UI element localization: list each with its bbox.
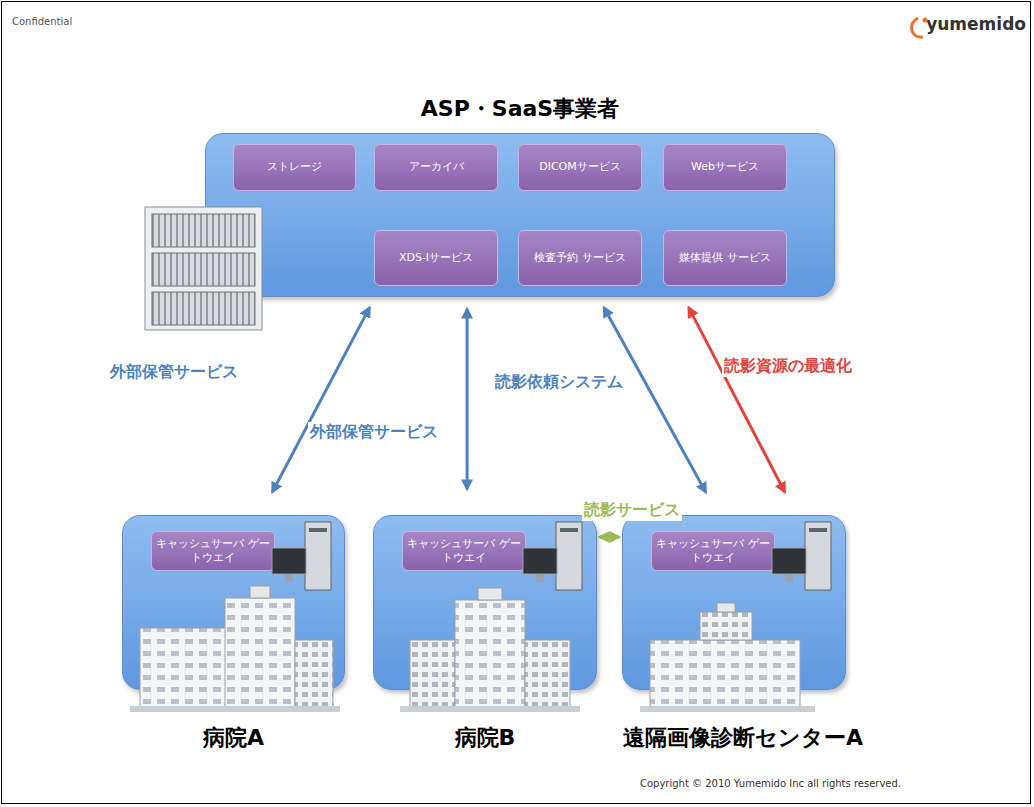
- connector-label: 外部保管サービス: [308, 422, 440, 443]
- box-heading: 病院A: [123, 723, 344, 753]
- service-box: 媒体提供 サービス: [663, 230, 787, 286]
- server-rack: [145, 207, 262, 330]
- site-box: 遠隔画像診断センターAキャッシュサーバ ゲートウエイ: [622, 515, 846, 690]
- box-label: DICOMサービス: [539, 160, 621, 174]
- company-logo: yumemido: [926, 14, 1026, 34]
- copyright-note: Copyright © 2010 Yumemido Inc all rights…: [640, 778, 901, 789]
- connector-label: 読影依頼システム: [493, 372, 625, 393]
- logo-mark: [912, 18, 928, 38]
- service-box: 検査予約 サービス: [518, 230, 642, 286]
- hospital-a-building: [130, 586, 340, 712]
- service-box: XDS-Iサービス: [374, 230, 498, 286]
- connector-label: 読影サービス: [582, 500, 682, 521]
- box-label: Webサービス: [691, 160, 759, 174]
- box-label: キャッシュサーバ ゲートウエイ: [156, 537, 270, 566]
- connector-label: 読影資源の最適化: [722, 356, 854, 377]
- service-box: アーカイバ: [374, 144, 498, 191]
- gateway-box: キャッシュサーバ ゲートウエイ: [402, 531, 526, 571]
- gateway-box: キャッシュサーバ ゲートウエイ: [651, 531, 775, 571]
- box-heading: 病院B: [374, 723, 596, 753]
- box-label: キャッシュサーバ ゲートウエイ: [656, 537, 770, 566]
- connector-arrow: [600, 536, 619, 539]
- box-label: キャッシュサーバ ゲートウエイ: [407, 537, 521, 566]
- box-label: XDS-Iサービス: [399, 251, 473, 265]
- connector-arrow: [466, 309, 469, 489]
- service-box: ストレージ: [233, 144, 356, 191]
- connector-arrow: [604, 308, 706, 493]
- asp-saas-provider-box: ASP・SaaS事業者ストレージアーカイバDICOMサービスWebサービスXDS…: [205, 133, 835, 297]
- site-computers: [272, 522, 831, 590]
- confidential-mark: Confidential: [12, 16, 72, 27]
- connector-label: 外部保管サービス: [108, 362, 240, 383]
- box-label: 検査予約 サービス: [534, 251, 626, 265]
- hospital-b-building: [400, 588, 580, 712]
- site-box: 病院Aキャッシュサーバ ゲートウエイ: [122, 515, 345, 690]
- site-box: 病院Bキャッシュサーバ ゲートウエイ: [373, 515, 597, 690]
- service-box: DICOMサービス: [518, 144, 642, 191]
- box-label: アーカイバ: [409, 160, 464, 174]
- box-label: 媒体提供 サービス: [679, 251, 771, 265]
- connector-arrow: [689, 308, 785, 492]
- connector-arrow: [272, 308, 369, 492]
- box-heading: ASP・SaaS事業者: [206, 94, 834, 124]
- center-building: [640, 603, 815, 712]
- service-box: Webサービス: [663, 144, 787, 191]
- gateway-box: キャッシュサーバ ゲートウエイ: [151, 531, 275, 571]
- box-heading: 遠隔画像診断センターA: [623, 723, 845, 753]
- box-label: ストレージ: [267, 160, 322, 174]
